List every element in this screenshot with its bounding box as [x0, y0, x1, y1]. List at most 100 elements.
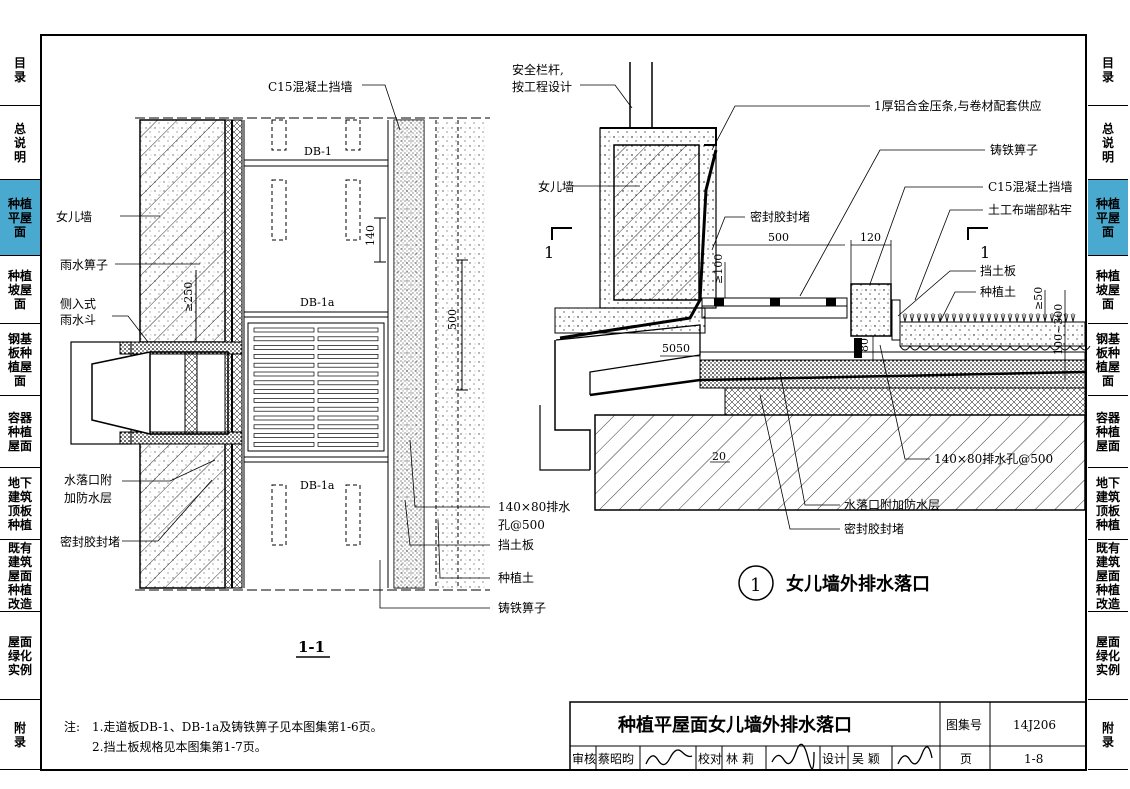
grass-mark [1035, 313, 1041, 323]
label-retaining-board-r: 挡土板 [980, 264, 1016, 278]
designer-signature [897, 746, 933, 765]
left-nav-rail: 目录总说明种植平屋面种植坡屋面钢基板种植屋面容器种植屋面地下建筑顶板种植既有建筑… [0, 34, 40, 770]
grass-mark [944, 313, 950, 323]
grate-bar [253, 433, 315, 438]
nav-tab[interactable]: 容器种植屋面 [0, 396, 40, 468]
detail-title: 女儿墙外排水落口 [786, 573, 930, 595]
nav-tab[interactable]: 地下建筑顶板种植 [0, 468, 40, 540]
label-c15: C15混凝土挡墙 [268, 79, 352, 94]
grass-mark [993, 313, 999, 323]
nav-tab-label: 总说明 [1101, 121, 1114, 164]
dim-100-300: 100~300 [1052, 304, 1065, 355]
label-hole-2: 孔@500 [498, 518, 545, 532]
section-mark-left: 1 [544, 243, 554, 262]
grate-bar [253, 371, 315, 377]
label-side-drain-1: 侧入式 [60, 297, 96, 311]
title-block [569, 701, 1087, 771]
nav-tab[interactable]: 容器种植屋面 [1088, 396, 1128, 468]
check-label: 校对 [698, 751, 722, 766]
grass-mark [937, 313, 943, 323]
page-no: 1-8 [1024, 752, 1043, 766]
grate-bar [317, 380, 379, 386]
dim-50a: 50 [662, 342, 676, 355]
label-side-drain-2: 雨水斗 [60, 313, 96, 327]
nav-tab[interactable]: 总说明 [1088, 106, 1128, 180]
section-title: 1-1 [298, 638, 325, 656]
nav-tab-label: 屋面绿化实例 [7, 634, 32, 677]
grate-bar [253, 442, 315, 447]
grass-mark [1014, 313, 1020, 323]
label-extra-wp-2: 加防水层 [64, 490, 112, 505]
grate-bar [317, 433, 379, 438]
nav-tab[interactable]: 屋面绿化实例 [1088, 612, 1128, 700]
left-section-drawing: C15混凝土挡墙 DB-1 DB-1a DB-1a 女儿墙 雨水箅子 侧入式 雨… [56, 79, 570, 658]
label-db1a-bottom: DB-1a [300, 479, 335, 492]
nav-tab-label: 钢基板种植屋面 [1095, 331, 1120, 388]
nav-tab-label: 地下建筑顶板种植 [1095, 475, 1120, 532]
nav-tab[interactable]: 地下建筑顶板种植 [1088, 468, 1128, 540]
grass-mark [979, 313, 985, 323]
grate-bar [317, 415, 379, 421]
nav-tab[interactable]: 种植坡屋面 [1088, 256, 1128, 324]
grate-bar [253, 354, 315, 359]
label-db1a-top: DB-1a [300, 296, 335, 309]
grass-mark [909, 313, 915, 323]
note-1: 1.走道板DB-1、DB-1a及铸铁箅子见本图集第1-6页。 [92, 719, 383, 734]
nav-tab-label: 种植平屋面 [1095, 196, 1120, 239]
nav-tab-label: 容器种植屋面 [1095, 410, 1120, 453]
nav-tab[interactable]: 屋面绿化实例 [0, 612, 40, 700]
label-railing-2: 按工程设计 [512, 79, 572, 94]
checker-signature [771, 743, 815, 770]
nav-tab-label: 附录 [13, 720, 26, 749]
nav-tab[interactable]: 附录 [0, 700, 40, 770]
notes-prefix: 注: [64, 719, 80, 734]
detail-number-circle [738, 565, 774, 601]
dim-50b: 50 [676, 342, 690, 355]
dim-500-r: 500 [768, 231, 789, 244]
reviewer: 蔡昭昀 [598, 752, 634, 766]
grass-mark [986, 313, 992, 323]
grass-mark [1000, 313, 1006, 323]
design-label: 设计 [822, 752, 846, 766]
label-db1: DB-1 [304, 145, 332, 158]
label-geotextile: 土工布端部粘牢 [988, 202, 1072, 217]
dim-140: 140 [364, 225, 377, 246]
label-planting-soil-r: 种植土 [980, 284, 1016, 299]
label-sealant-bottom: 密封胶封堵 [844, 521, 904, 536]
nav-tab-label: 种植坡屋面 [7, 268, 32, 311]
nav-tab[interactable]: 种植平屋面 [0, 180, 40, 256]
nav-tab[interactable]: 总说明 [0, 106, 40, 180]
nav-tab-label: 种植坡屋面 [1095, 268, 1120, 311]
label-parapet: 女儿墙 [56, 209, 92, 224]
drawing-frame [40, 34, 1087, 771]
label-c15-r: C15混凝土挡墙 [988, 179, 1072, 194]
label-retaining-board: 挡土板 [498, 538, 534, 552]
right-detail-drawing: 1 1 安全栏杆, 按工程设计 1厚铝合金压条,与卷材配套供应 铸铁箅子 C15… [512, 62, 1091, 601]
nav-tab[interactable]: 钢基板种植屋面 [0, 324, 40, 396]
grate-bar [317, 398, 379, 403]
label-railing-1: 安全栏杆, [512, 62, 564, 77]
grass-mark [902, 313, 908, 323]
nav-tab[interactable]: 种植平屋面 [1088, 180, 1128, 256]
page-label: 页 [960, 752, 972, 766]
nav-tab[interactable]: 目录 [0, 34, 40, 106]
nav-tab-label: 既有建筑屋面种植改造 [1095, 540, 1120, 611]
grate-bar [317, 424, 379, 430]
nav-tab[interactable]: 附录 [1088, 700, 1128, 770]
nav-tab-label: 种植平屋面 [7, 196, 32, 239]
grate-bar [253, 362, 315, 368]
grass-mark [1056, 313, 1062, 323]
grate-bar [317, 406, 379, 412]
nav-tab-label: 总说明 [13, 121, 26, 164]
grate-bar [253, 327, 315, 333]
nav-tab[interactable]: 钢基板种植屋面 [1088, 324, 1128, 396]
nav-tab[interactable]: 既有建筑屋面种植改造 [1088, 540, 1128, 612]
grass-mark [1021, 313, 1027, 323]
grate-bar [317, 327, 379, 333]
dim-500: 500 [446, 309, 459, 330]
grate-bar [317, 354, 379, 359]
nav-tab[interactable]: 既有建筑屋面种植改造 [0, 540, 40, 612]
nav-tab[interactable]: 目录 [1088, 34, 1128, 106]
nav-tab[interactable]: 种植坡屋面 [0, 256, 40, 324]
dim-250: ≥250 [182, 282, 195, 312]
